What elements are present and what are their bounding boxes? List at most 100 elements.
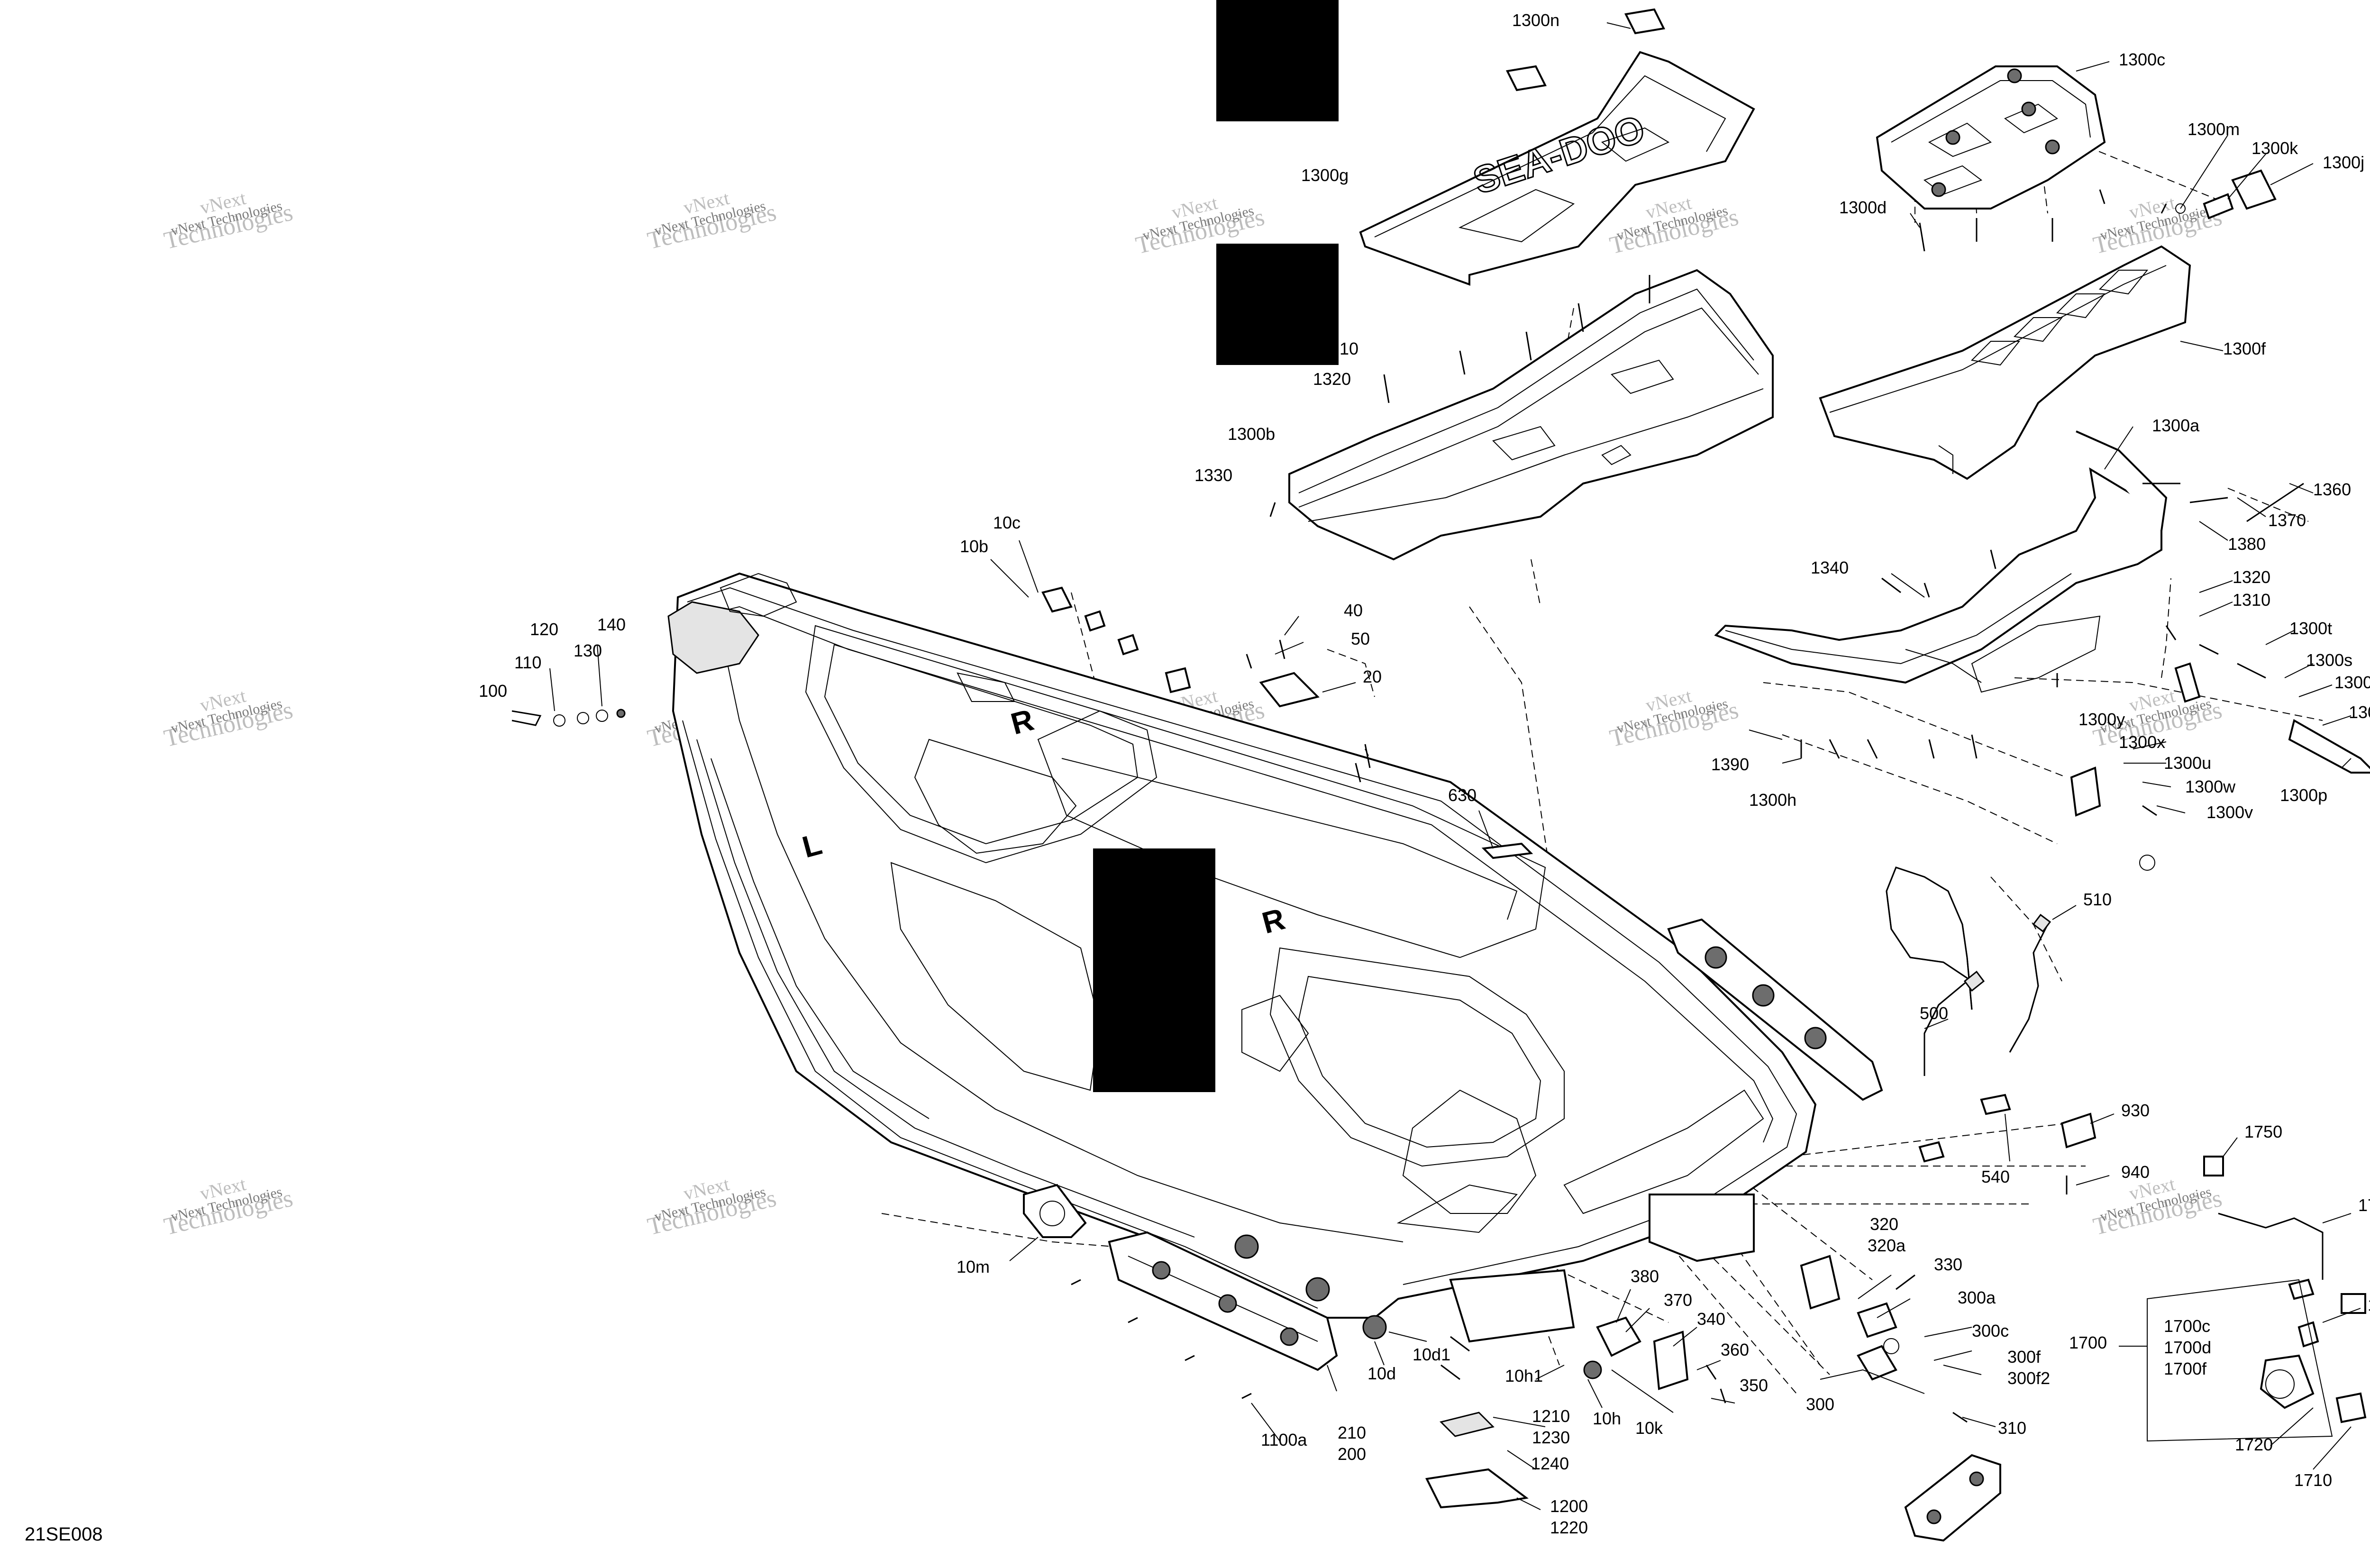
callout-630: 630	[1448, 785, 1477, 805]
callout-1200: 1200	[1550, 1496, 1588, 1516]
callout-10m: 10m	[957, 1257, 990, 1276]
watermark: vNext Technologies vNext Technologies	[1607, 685, 1741, 752]
watermark: vNext Technologies vNext Technologies	[645, 187, 779, 255]
callout-1300j: 1300j	[2323, 153, 2364, 172]
callout-110: 110	[514, 653, 541, 672]
callout-1740: 1740	[2358, 1195, 2370, 1215]
watermark: vNext Technologies vNext Technologies	[162, 1173, 295, 1240]
callout-1310: 1310	[2233, 590, 2270, 610]
callout-310: 310	[1998, 1418, 2026, 1438]
callout-210: 210	[1338, 1423, 1366, 1442]
redaction-boxes	[1093, 0, 1339, 1092]
callout-1320-top: 1320	[1313, 369, 1351, 389]
callout-10: 10	[1340, 339, 1358, 358]
hull: L R R	[667, 572, 1817, 1343]
callout-300c: 300c	[1972, 1321, 2009, 1340]
callout-20: 20	[1363, 667, 1382, 686]
callout-1300a: 1300a	[2152, 416, 2200, 435]
callout-40: 40	[1344, 601, 1363, 620]
callout-300f2: 300f2	[2007, 1368, 2050, 1388]
callout-1220: 1220	[1550, 1518, 1588, 1537]
callout-1710: 1710	[2294, 1470, 2332, 1490]
glovebox-1300f	[1819, 245, 2191, 480]
callout-50: 50	[1351, 629, 1370, 648]
callout-930: 930	[2121, 1101, 2150, 1120]
side-rail-200	[1108, 1231, 1338, 1371]
callout-1300x: 1300x	[2119, 732, 2165, 752]
callout-940: 940	[2121, 1162, 2150, 1182]
callout-1210: 1210	[1532, 1406, 1570, 1426]
callout-200: 200	[1338, 1444, 1366, 1464]
fuel-hoses	[1886, 866, 2051, 1163]
seat-1300b	[1288, 269, 1774, 561]
callout-1330: 1330	[1194, 465, 1232, 485]
callout-320a: 320a	[1868, 1236, 1906, 1255]
callout-320: 320	[1870, 1214, 1898, 1234]
callout-540: 540	[1981, 1167, 2010, 1186]
callout-10b: 10b	[960, 537, 988, 556]
callout-1700f: 1700f	[2164, 1359, 2207, 1378]
callout-1300s: 1300s	[2306, 650, 2352, 670]
callout-1300u: 1300u	[2164, 753, 2211, 773]
callout-1300n: 1300n	[1512, 10, 1559, 30]
callout-1320-right: 1320	[2233, 567, 2270, 587]
callout-1300f: 1300f	[2223, 339, 2266, 358]
callout-300a: 300a	[1958, 1288, 1996, 1307]
callout-120: 120	[530, 620, 558, 639]
callout-300f: 300f	[2007, 1347, 2041, 1367]
tow-hook-1300p	[2288, 719, 2370, 774]
callout-10k: 10k	[1635, 1418, 1663, 1438]
callout-1230: 1230	[1532, 1428, 1570, 1447]
callout-10d1: 10d1	[1413, 1345, 1450, 1364]
callout-330: 330	[1934, 1255, 1962, 1274]
callout-1300h: 1300h	[1749, 790, 1796, 810]
callout-1300m: 1300m	[2188, 119, 2240, 139]
rear-frame-1300a	[1714, 430, 2168, 693]
redaction-box	[1216, 244, 1339, 365]
callout-1300g: 1300g	[1301, 165, 1349, 185]
callout-1300b: 1300b	[1228, 424, 1275, 444]
callout-1300t: 1300t	[2289, 619, 2332, 638]
callout-1240: 1240	[1531, 1454, 1569, 1473]
fasteners	[1071, 189, 2304, 1423]
deck-mat-1300g: SEA-DOO	[1359, 51, 1755, 286]
callout-340: 340	[1697, 1309, 1725, 1329]
callout-1705: 1705	[2368, 1295, 2370, 1314]
callout-1300q: 1300q	[2349, 702, 2370, 722]
callout-1700d: 1700d	[2164, 1338, 2211, 1357]
callout-300: 300	[1806, 1395, 1834, 1414]
callout-1300r: 1300r	[2334, 673, 2370, 692]
watermark: vNext Technologies vNext Technologies	[645, 1173, 779, 1240]
redaction-box	[1093, 848, 1215, 1092]
callout-370: 370	[1664, 1290, 1692, 1310]
callout-1360: 1360	[2313, 480, 2351, 499]
part-630	[1481, 842, 1533, 859]
callout-10d: 10d	[1367, 1364, 1396, 1383]
callout-1300w: 1300w	[2185, 777, 2236, 796]
callout-1700c: 1700c	[2164, 1316, 2210, 1336]
callout-1100a: 1100a	[1261, 1430, 1307, 1449]
callout-1300v: 1300v	[2206, 802, 2253, 822]
callout-1300p: 1300p	[2280, 785, 2327, 805]
callout-100: 100	[479, 681, 507, 701]
callout-1700: 1700	[2069, 1333, 2107, 1352]
callout-10h: 10h	[1593, 1409, 1621, 1428]
small-parts	[511, 8, 2367, 1542]
callout-500: 500	[1920, 1003, 1948, 1023]
callout-1390: 1390	[1711, 755, 1749, 774]
callout-140: 140	[597, 615, 626, 634]
diagram-code: 21SE008	[25, 1524, 103, 1545]
redaction-box	[1216, 0, 1339, 121]
callout-1750: 1750	[2244, 1122, 2282, 1141]
callout-10c: 10c	[993, 513, 1021, 532]
callout-1380: 1380	[2228, 534, 2266, 554]
callout-1720: 1720	[2235, 1435, 2273, 1454]
watermark: vNext Technologies vNext Technologies	[162, 187, 295, 255]
callout-360: 360	[1721, 1340, 1749, 1359]
callout-labels: 1300n 1300c 1300m 1300k 1300j 1300d 1300…	[479, 10, 2370, 1537]
callout-1300c: 1300c	[2119, 50, 2165, 69]
callout-350: 350	[1740, 1376, 1768, 1395]
callout-130: 130	[574, 641, 602, 660]
